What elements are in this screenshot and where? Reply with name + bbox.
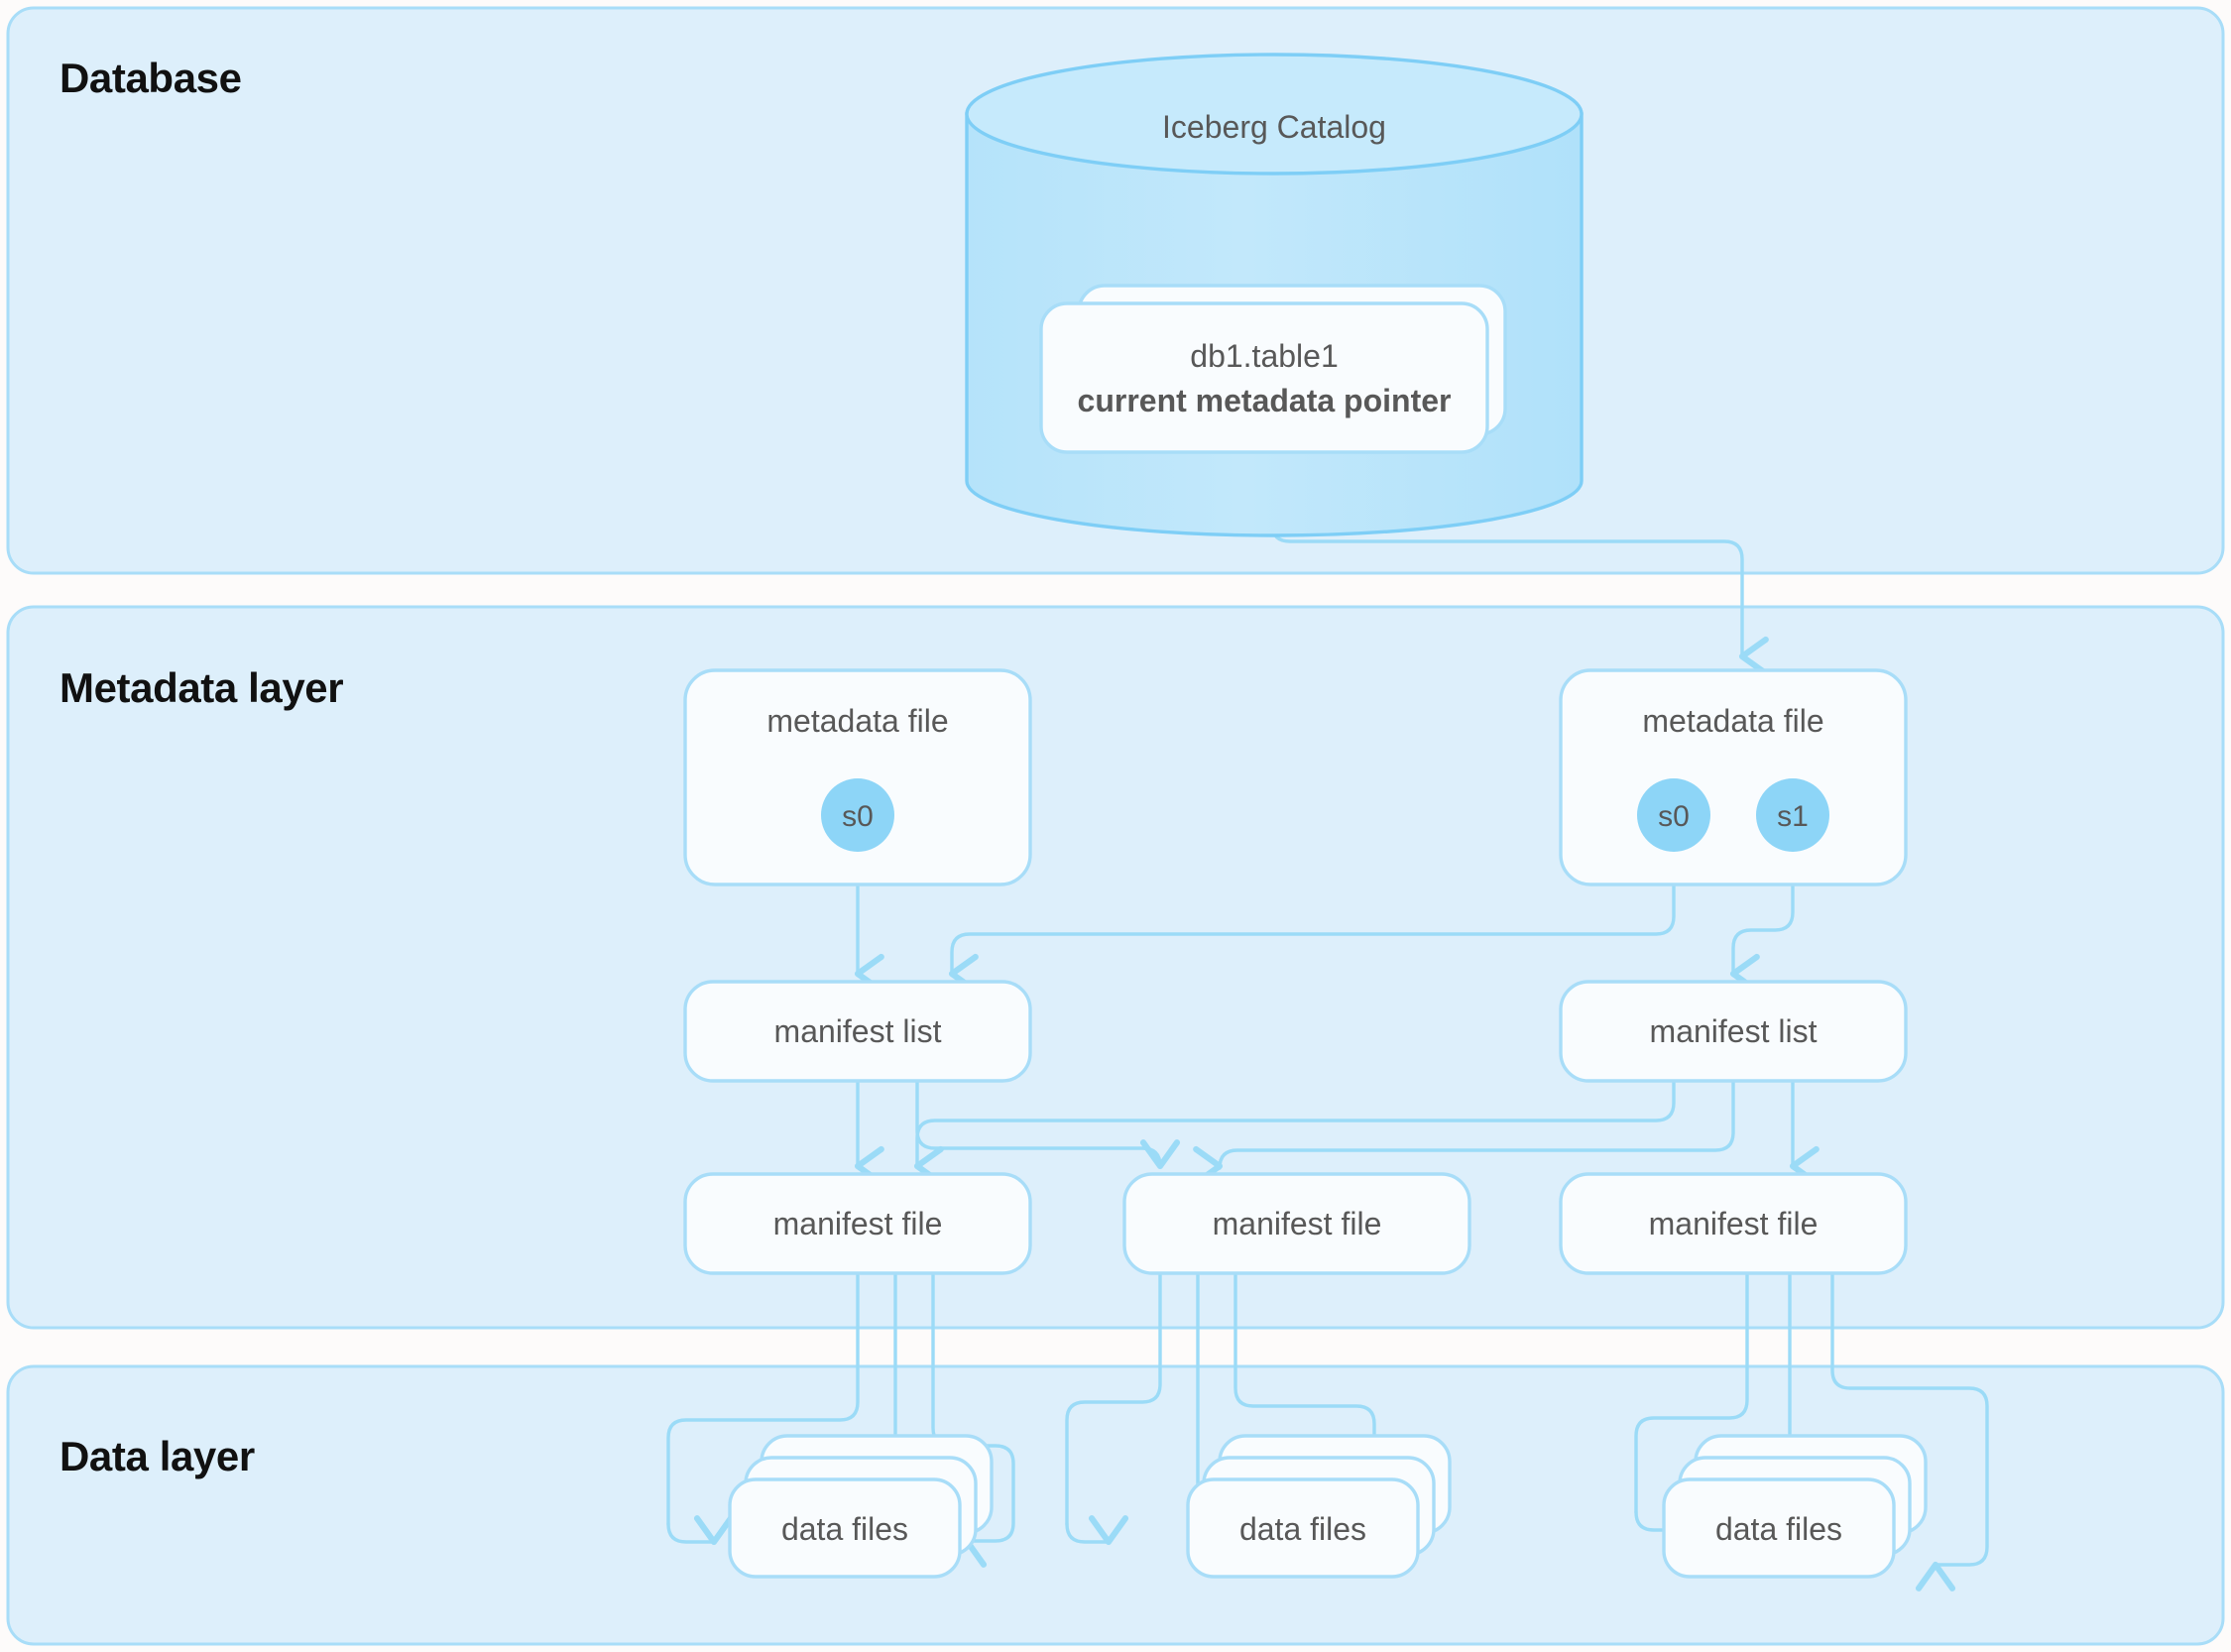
snapshot-circle-s1[interactable] bbox=[1756, 778, 1829, 852]
iceberg-catalog-label: Iceberg Catalog bbox=[1162, 109, 1386, 145]
metadata-file-left-box[interactable] bbox=[683, 668, 1032, 886]
panel-data-title: Data layer bbox=[59, 1433, 255, 1479]
manifest-list-right-box[interactable] bbox=[1559, 980, 1908, 1083]
panel-data-layer: Data layer bbox=[6, 1364, 2225, 1646]
manifest-file-1-label: manifest file bbox=[773, 1206, 943, 1241]
cylinder-top-ellipse bbox=[965, 53, 1584, 176]
data-files-1-label: data files bbox=[781, 1511, 908, 1547]
table-card-front[interactable] bbox=[1039, 301, 1489, 454]
catalog-table-card-stack[interactable]: db1.table1 current metadata pointer bbox=[1039, 284, 1507, 454]
manifest-file-3-label: manifest file bbox=[1649, 1206, 1819, 1241]
metadata-file-right-label: metadata file bbox=[1642, 703, 1823, 739]
metadata-file-right[interactable]: metadata file s0 s1 bbox=[1559, 668, 1908, 886]
snapshot-circle-s0[interactable] bbox=[821, 778, 894, 852]
connector-metadata-right-s1-to-manifest-list-right bbox=[1729, 831, 1795, 995]
connector-metadata-right-s0-to-manifest-list-left bbox=[948, 831, 1676, 995]
data-files-2-label: data files bbox=[1239, 1511, 1366, 1547]
data-files-2[interactable]: data files bbox=[1186, 1434, 1452, 1579]
data-files-2-card-front[interactable] bbox=[1186, 1477, 1420, 1579]
manifest-list-right[interactable]: manifest list bbox=[1559, 980, 1908, 1083]
connector-manifest-list-right-to-manifest-file-1 bbox=[913, 1079, 1676, 1187]
manifest-list-left-box[interactable] bbox=[683, 980, 1032, 1083]
manifest-list-right-label: manifest list bbox=[1650, 1013, 1818, 1049]
data-files-3-label: data files bbox=[1715, 1511, 1842, 1547]
manifest-file-3[interactable]: manifest file bbox=[1559, 1172, 1908, 1275]
manifest-file-2-box[interactable] bbox=[1122, 1172, 1471, 1275]
snapshot-label-s0: s0 bbox=[842, 800, 874, 833]
snapshot-label-s1: s1 bbox=[1777, 800, 1809, 833]
metadata-file-left[interactable]: metadata file s0 bbox=[683, 668, 1032, 886]
manifest-list-left[interactable]: manifest list bbox=[683, 980, 1032, 1083]
table-name-label: db1.table1 bbox=[1190, 338, 1338, 374]
data-files-1-card-front[interactable] bbox=[728, 1477, 962, 1579]
panel-data-background bbox=[6, 1364, 2225, 1646]
manifest-file-1[interactable]: manifest file bbox=[683, 1172, 1032, 1275]
manifest-file-1-box[interactable] bbox=[683, 1172, 1032, 1275]
snapshot-circle-s0-right[interactable] bbox=[1637, 778, 1710, 852]
panel-metadata-title: Metadata layer bbox=[59, 664, 343, 711]
connector-manifest-list-right-to-manifest-file-2 bbox=[1193, 1079, 1735, 1187]
data-files-1[interactable]: data files bbox=[728, 1434, 994, 1579]
manifest-file-3-box[interactable] bbox=[1559, 1172, 1908, 1275]
data-files-3[interactable]: data files bbox=[1662, 1434, 1928, 1579]
snapshot-label-s0-right: s0 bbox=[1658, 800, 1690, 833]
manifest-file-2[interactable]: manifest file bbox=[1122, 1172, 1471, 1275]
current-metadata-pointer-label: current metadata pointer bbox=[1078, 383, 1452, 418]
panel-database-title: Database bbox=[59, 55, 242, 101]
metadata-file-left-label: metadata file bbox=[766, 703, 948, 739]
data-files-3-card-front[interactable] bbox=[1662, 1477, 1896, 1579]
manifest-file-2-label: manifest file bbox=[1213, 1206, 1382, 1241]
manifest-list-left-label: manifest list bbox=[774, 1013, 942, 1049]
